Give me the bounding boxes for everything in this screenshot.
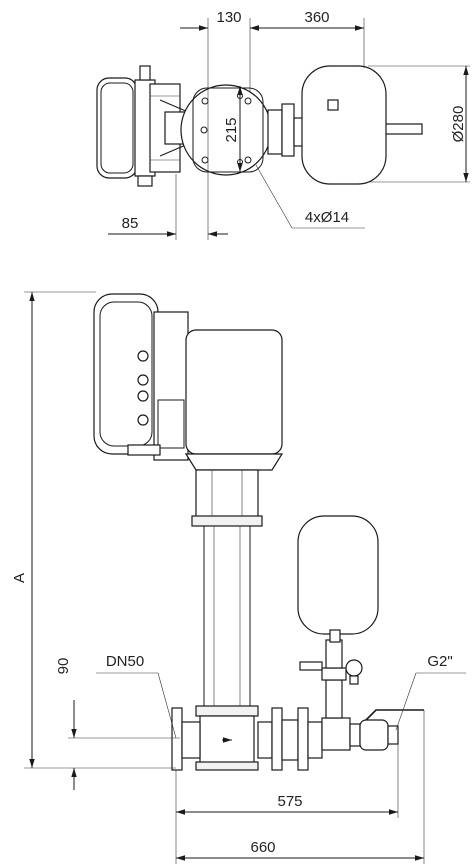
g2-callout: G2" [395, 653, 466, 731]
dim-280-label: Ø280 [450, 106, 467, 143]
dn50-label: DN50 [106, 653, 144, 670]
side-motor [184, 329, 284, 471]
dim-85-label: 85 [122, 215, 139, 232]
dim-90-label: 90 [55, 658, 72, 675]
side-tank [297, 515, 379, 643]
holes-callout: 4xØ14 [255, 164, 365, 229]
side-outlet-flanges [257, 707, 323, 771]
side-pump-column [191, 469, 263, 771]
dim-575-label: 575 [277, 793, 302, 810]
dn50-callout: DN50 [96, 653, 177, 739]
dim-85: 85 [108, 174, 228, 240]
dim-130: 130 [180, 9, 260, 240]
dim-130-label: 130 [216, 9, 241, 26]
top-tank [301, 65, 387, 185]
dim-660-label: 660 [250, 839, 275, 856]
dim-A: A [11, 291, 176, 769]
holes-label: 4xØ14 [305, 209, 349, 226]
side-control-box [93, 293, 189, 461]
side-inlet-flange [171, 707, 201, 771]
top-view: 130 360 215 Ø280 85 [96, 9, 470, 240]
dim-660: 660 [176, 710, 425, 864]
dim-280: Ø280 [368, 65, 470, 183]
top-motor [180, 84, 272, 176]
side-fittings [299, 639, 424, 751]
dim-575: 575 [175, 744, 399, 864]
dim-215-label: 215 [223, 117, 240, 142]
dim-215: 215 [223, 86, 243, 172]
g2-label: G2" [427, 653, 452, 670]
dim-360-label: 360 [304, 9, 329, 26]
dim-360: 360 [250, 9, 365, 68]
top-control-box [96, 65, 189, 187]
dim-A-label: A [11, 573, 28, 583]
side-view: A 90 DN50 G2" 575 [11, 291, 466, 864]
dim-90: 90 [55, 658, 180, 790]
